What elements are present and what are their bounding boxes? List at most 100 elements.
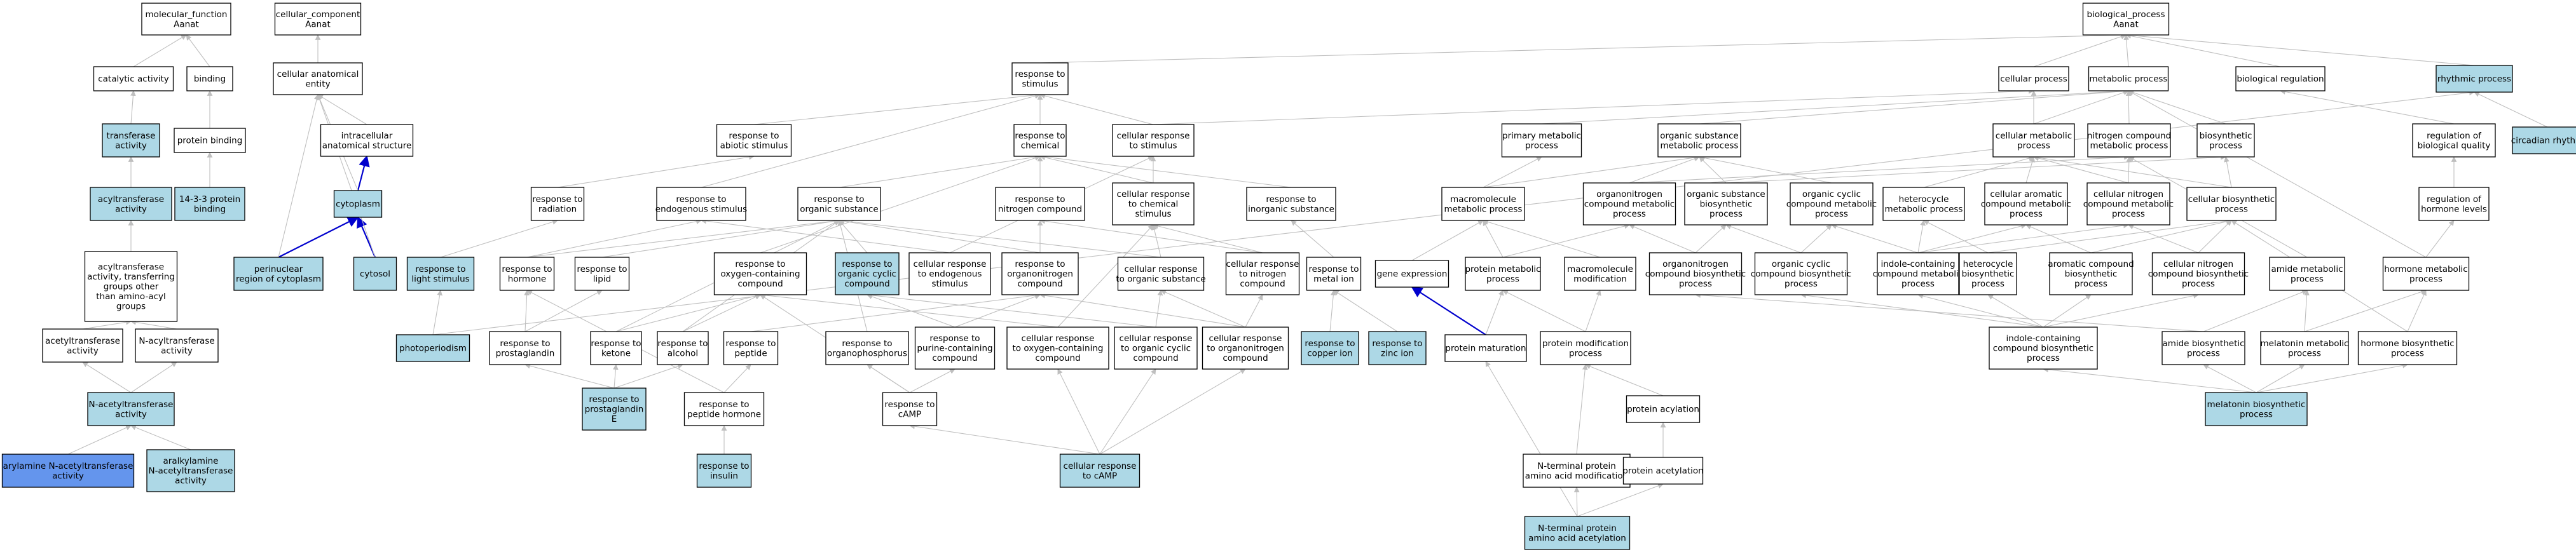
node-circadian[interactable]: circadian rhythm [2511, 126, 2576, 154]
node-protacyl[interactable]: protein acylation [1626, 395, 1701, 423]
node-binding[interactable]: binding [186, 66, 233, 91]
node-cytosol[interactable]: cytosol [353, 257, 397, 291]
node-catalytic[interactable]: catalytic activity [93, 66, 174, 91]
node-bioreg[interactable]: biological regulation [2235, 66, 2326, 91]
node-photop[interactable]: photoperiodism [395, 334, 470, 362]
edge-crorgcyc-to-crorg [1155, 290, 1163, 328]
node-protmat[interactable]: protein maturation [1444, 334, 1527, 362]
node-protacet[interactable]: protein acetylation [1622, 457, 1704, 485]
node-cytoplasm[interactable]: cytoplasm [333, 190, 383, 218]
node-metproc[interactable]: metabolic process [2088, 66, 2169, 91]
node-geneexp[interactable]: gene expression [1374, 260, 1449, 288]
node-cellproc[interactable]: cellular process [1998, 66, 2069, 91]
node-protbind[interactable]: protein binding [174, 128, 246, 153]
node-rhythmic[interactable]: rhythmic process [2436, 65, 2513, 93]
